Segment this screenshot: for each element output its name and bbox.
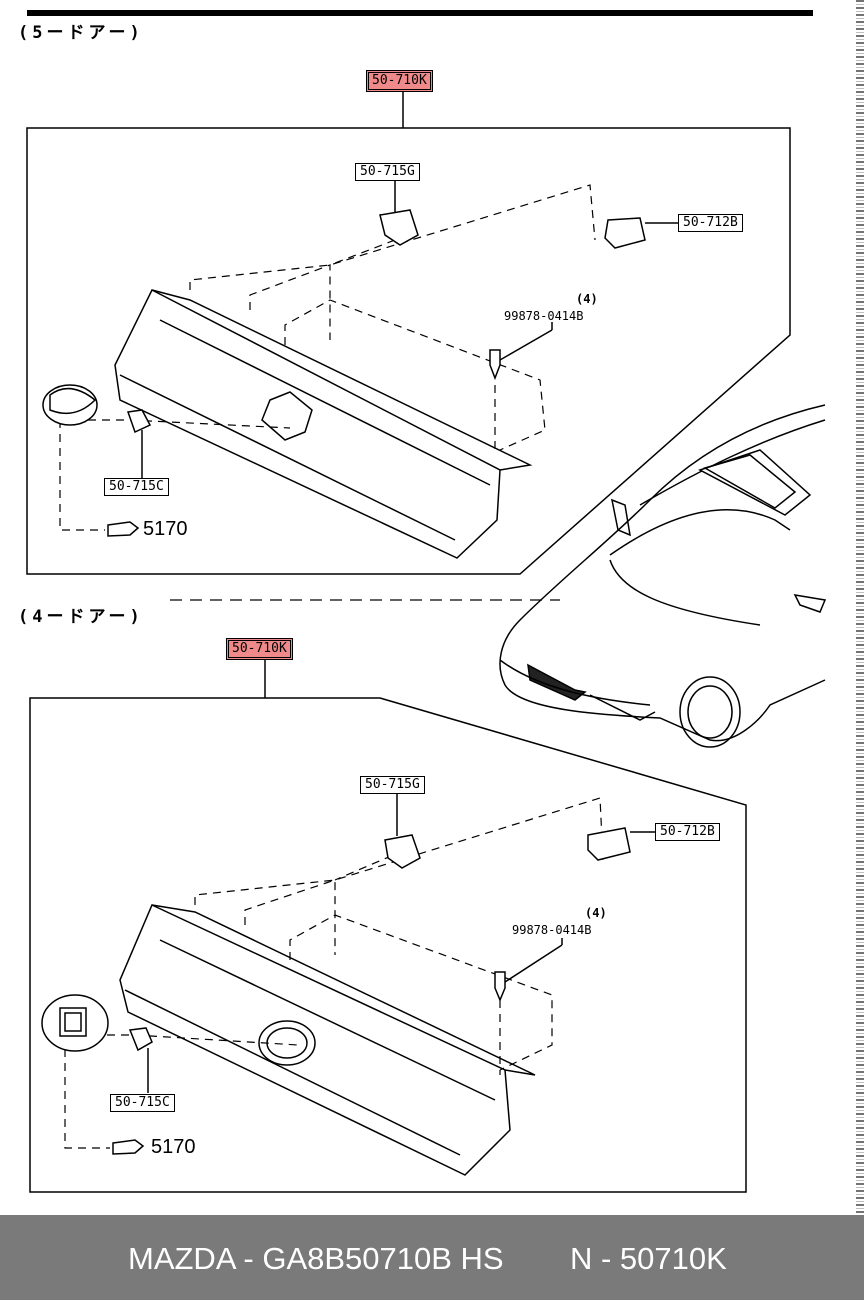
- four-door-clip-top-label[interactable]: 50-715G: [360, 776, 425, 794]
- five-door-emblem-ref[interactable]: 5170: [143, 518, 188, 540]
- four-door-title: (4ードアー): [18, 607, 144, 627]
- five-door-frame: [26, 92, 791, 575]
- footer-part-number: MAZDA - GA8B50710B HS: [128, 1241, 504, 1276]
- four-door-group: [29, 660, 747, 1193]
- four-door-clip-side-label[interactable]: 50-715C: [110, 1094, 175, 1112]
- five-door-screw-label[interactable]: 99878-0414B: [504, 309, 584, 323]
- four-door-screw-label[interactable]: 99878-0414B: [512, 923, 592, 937]
- grille-exploded-diagram: [26, 10, 827, 1193]
- five-door-group: [26, 92, 791, 575]
- four-door-frame: [29, 660, 747, 1193]
- five-door-clip-side-label[interactable]: 50-715C: [104, 478, 169, 496]
- five-door-main-part-label[interactable]: 50-710K: [366, 70, 433, 92]
- four-door-emblem-ref[interactable]: 5170: [151, 1136, 196, 1158]
- scan-edge: [856, 0, 864, 1215]
- five-door-clip-top-label[interactable]: 50-715G: [355, 163, 420, 181]
- five-door-title: (5ードアー): [18, 23, 144, 43]
- car-silhouette: [499, 404, 827, 748]
- four-door-screw-qty: (4): [585, 906, 607, 920]
- footer-catalog-ref: N - 50710K: [570, 1241, 727, 1276]
- five-door-screw-qty: (4): [576, 292, 598, 306]
- four-door-main-part-label[interactable]: 50-710K: [226, 638, 293, 660]
- footer-bar: MAZDA - GA8B50710B HS N - 50710K: [0, 1215, 864, 1300]
- five-door-bracket-label[interactable]: 50-712B: [678, 214, 743, 232]
- top-rule: [27, 10, 813, 16]
- four-door-bracket-label[interactable]: 50-712B: [655, 823, 720, 841]
